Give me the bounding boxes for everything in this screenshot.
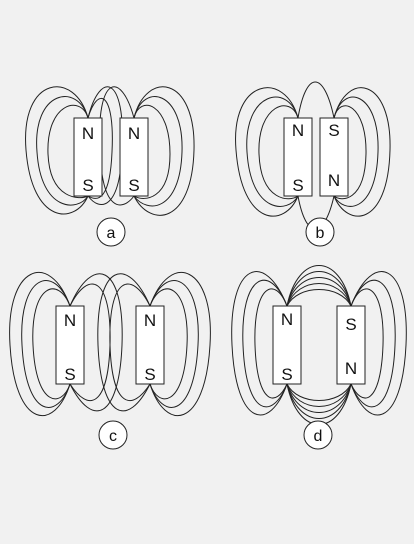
pole-label: S bbox=[144, 365, 155, 384]
field-line bbox=[97, 273, 151, 412]
field-line bbox=[297, 81, 335, 119]
field-line bbox=[149, 272, 211, 417]
magnet-b-1 bbox=[283, 117, 313, 197]
panel-b: N S S N b bbox=[235, 81, 391, 247]
field-line bbox=[32, 288, 71, 400]
field-lines-b bbox=[235, 81, 391, 230]
panel-label-circle bbox=[303, 420, 333, 450]
field-line bbox=[286, 383, 352, 413]
field-line bbox=[286, 283, 352, 307]
field-line bbox=[231, 271, 288, 416]
field-line bbox=[9, 272, 71, 417]
pole-label: S bbox=[82, 176, 93, 195]
pole-label: S bbox=[281, 365, 292, 384]
panel-c: N S N S c bbox=[9, 272, 211, 450]
field-line bbox=[286, 265, 352, 307]
field-line bbox=[21, 280, 71, 408]
field-line bbox=[109, 283, 151, 402]
pole-label: N bbox=[82, 124, 94, 143]
field-line bbox=[350, 288, 384, 399]
pole-label: S bbox=[64, 365, 75, 384]
field-line bbox=[133, 104, 171, 199]
field-line bbox=[36, 96, 89, 206]
field-lines-a bbox=[25, 86, 195, 216]
magnet-a-1 bbox=[73, 117, 103, 197]
panel-label: a bbox=[107, 225, 116, 242]
pole-label: N bbox=[281, 310, 293, 329]
field-line bbox=[149, 280, 199, 408]
field-line bbox=[133, 86, 195, 216]
pole-label: N bbox=[128, 124, 140, 143]
field-line bbox=[333, 105, 367, 200]
field-line bbox=[286, 277, 352, 307]
field-line bbox=[254, 288, 288, 399]
field-line bbox=[286, 383, 352, 407]
field-line bbox=[133, 96, 183, 207]
magnet-c-2 bbox=[135, 305, 165, 385]
field-lines-c bbox=[9, 272, 211, 417]
magnet-b-2 bbox=[319, 117, 349, 197]
field-line bbox=[87, 97, 113, 199]
panel-label: d bbox=[314, 428, 323, 445]
magnet-c-1 bbox=[55, 305, 85, 385]
panel-label-circle bbox=[98, 420, 128, 450]
field-line bbox=[149, 288, 188, 400]
pole-label: S bbox=[292, 176, 303, 195]
pole-label: N bbox=[292, 121, 304, 140]
magnet-d-1 bbox=[272, 305, 302, 385]
field-line bbox=[242, 279, 288, 408]
field-line bbox=[286, 383, 352, 419]
field-line bbox=[47, 104, 89, 199]
panel-label-circle bbox=[305, 217, 335, 247]
field-line bbox=[286, 383, 352, 401]
field-line bbox=[333, 87, 391, 217]
panel-d: N S S N d bbox=[231, 265, 407, 450]
panel-label: c bbox=[109, 428, 117, 445]
magnet-d-2 bbox=[336, 305, 366, 385]
field-line bbox=[286, 289, 352, 307]
pole-label: S bbox=[128, 176, 139, 195]
field-line bbox=[286, 271, 352, 307]
field-lines-d bbox=[231, 265, 407, 425]
field-line bbox=[69, 273, 123, 412]
pole-label: N bbox=[328, 171, 340, 190]
panel-a: N S N S a bbox=[25, 86, 195, 247]
pole-label: N bbox=[64, 311, 76, 330]
field-line bbox=[333, 96, 379, 207]
field-line bbox=[246, 96, 299, 207]
panel-label-circle bbox=[96, 217, 126, 247]
field-line bbox=[258, 105, 299, 200]
pole-label: S bbox=[345, 315, 356, 334]
pole-label: N bbox=[144, 311, 156, 330]
field-line bbox=[25, 86, 89, 215]
panel-label: b bbox=[316, 225, 325, 242]
pole-label: S bbox=[328, 121, 339, 140]
field-line bbox=[350, 271, 407, 416]
magnet-a-2 bbox=[119, 117, 149, 197]
pole-label: N bbox=[345, 359, 357, 378]
field-line bbox=[350, 279, 396, 408]
field-line bbox=[235, 87, 299, 217]
